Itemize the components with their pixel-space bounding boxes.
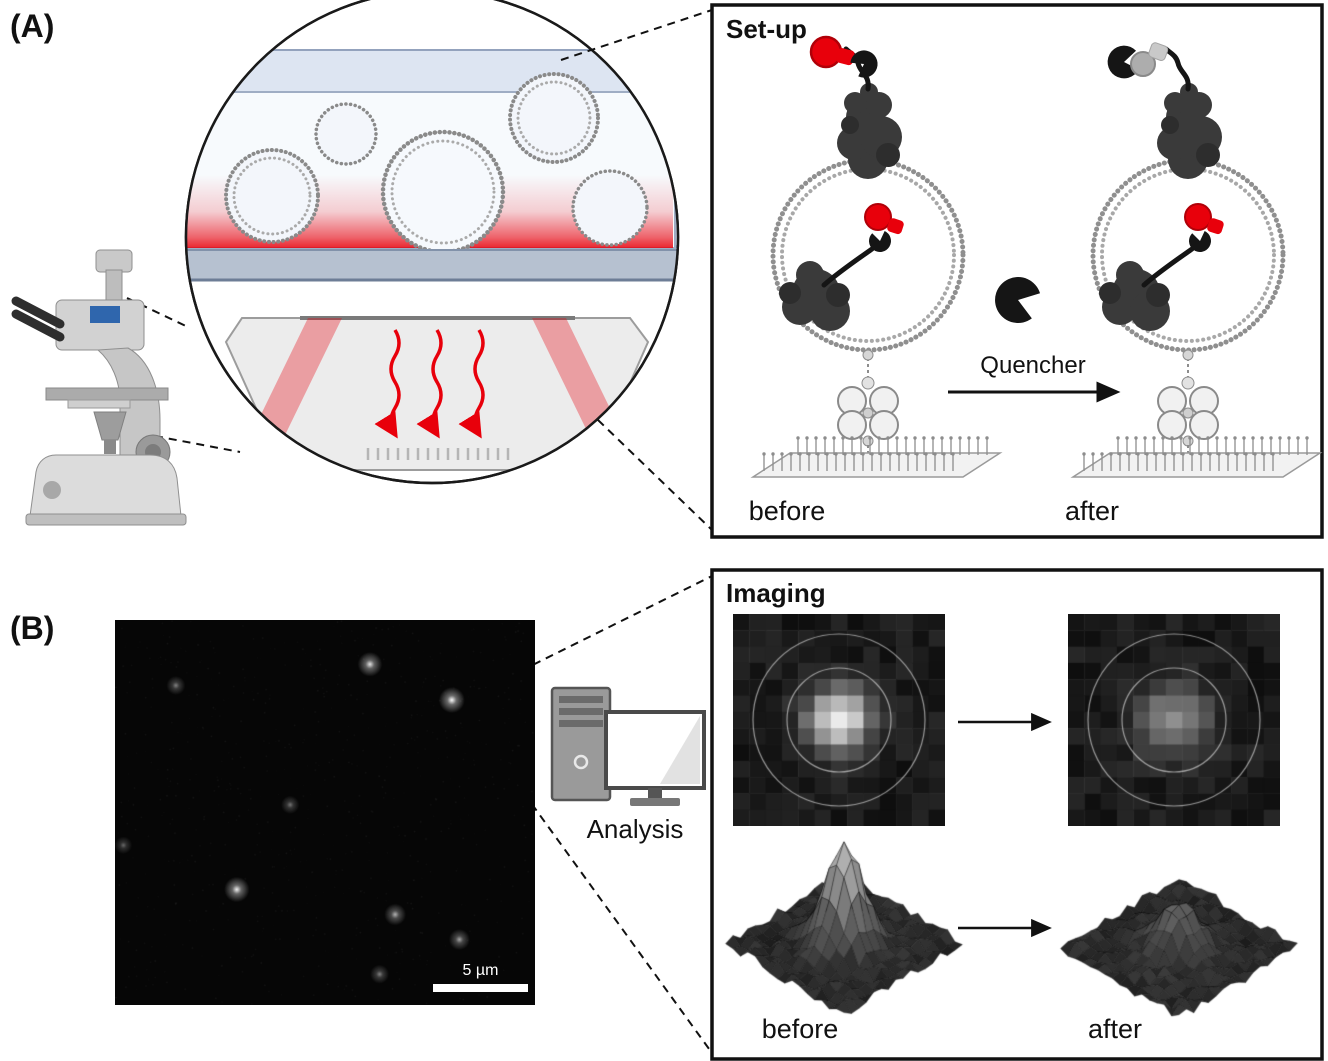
panel-b-label: (B): [10, 610, 55, 646]
micrograph-image: [115, 620, 535, 1005]
emission-arrows: [374, 329, 485, 439]
microscope-illustration: [11, 249, 187, 526]
analysis-label: Analysis: [586, 814, 684, 844]
quencher-label: Quencher: [980, 352, 1086, 379]
surface-plot-after: [1053, 842, 1305, 1027]
vesicles-in-chamber: [224, 72, 649, 255]
setup-after-label: after: [1064, 496, 1120, 526]
setup-before-label: before: [748, 496, 826, 526]
spot-image-before: [733, 614, 945, 826]
microscope-display: [90, 306, 120, 323]
zoom-connector-lines-a: [126, 297, 241, 453]
scale-bar: [433, 984, 528, 992]
scale-bar-label: 5 µm: [462, 962, 499, 979]
surface-plot-before: [718, 838, 970, 1023]
chamber-top-face: [186, 49, 678, 93]
objective-lens: [224, 316, 650, 471]
imaging-before-label: before: [761, 1014, 839, 1044]
coverslip-glass: [186, 249, 678, 281]
spot-image-after: [1068, 614, 1280, 826]
panel-a-label: (A): [10, 8, 55, 44]
zoom-circle: [184, 0, 680, 485]
imaging-title: Imaging: [726, 578, 826, 608]
imaging-after-label: after: [1087, 1014, 1143, 1044]
peg-brush-after: [1082, 436, 1309, 471]
computer-icon: [550, 686, 706, 806]
peg-brush-before: [762, 436, 989, 471]
objective-aperture: [366, 448, 510, 460]
setup-title: Set-up: [726, 14, 807, 44]
eyepiece-icon: [11, 296, 65, 329]
external-dye-after-quenched: [1105, 42, 1169, 81]
external-dye-before: [809, 35, 883, 82]
zoom-connector-lines-setup: [560, 9, 713, 531]
